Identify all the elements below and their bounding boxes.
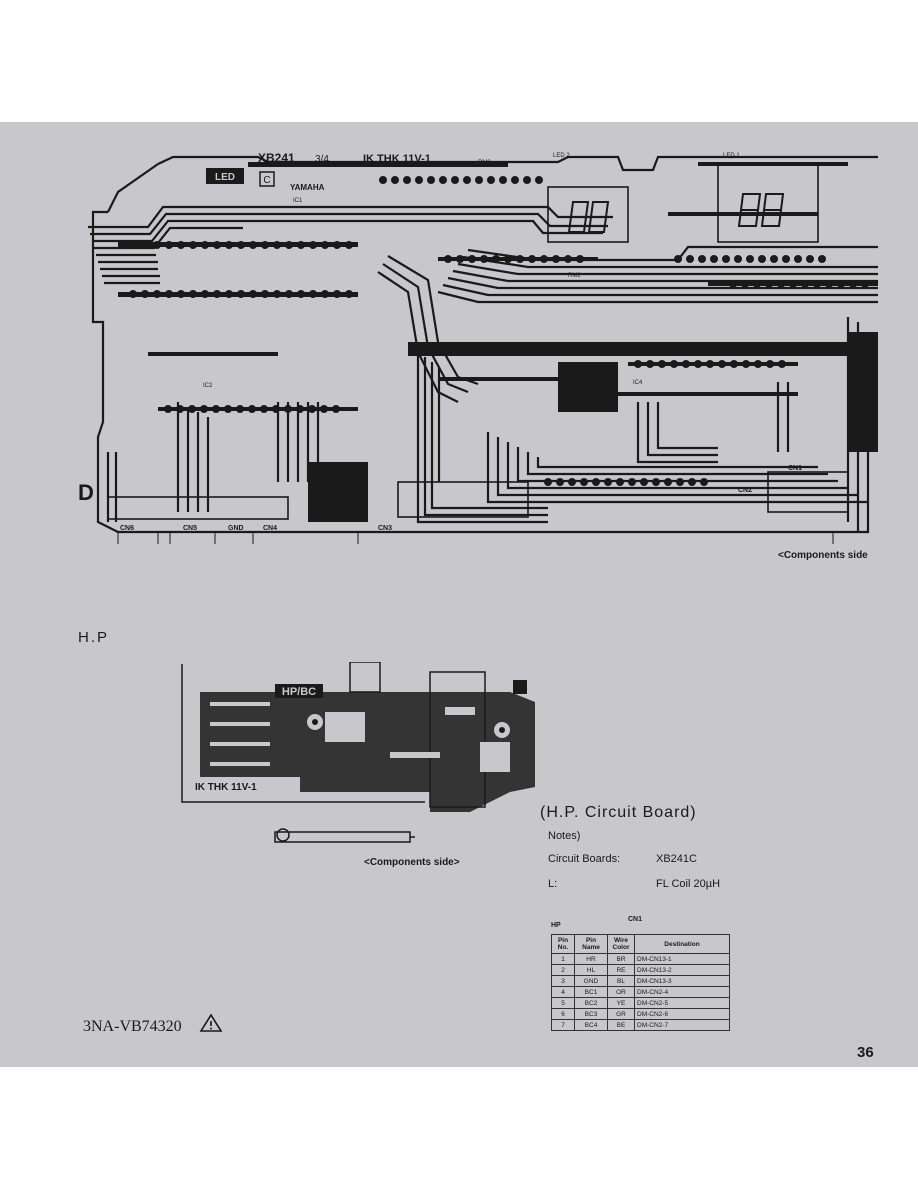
note-value-circuit-boards: XB241C	[656, 853, 697, 865]
pin-no-cell: 2	[551, 964, 575, 976]
pin-name-cell: BC3	[574, 1008, 608, 1020]
pin-no-cell: 4	[551, 986, 575, 998]
chip-label-rm3: RM3	[478, 160, 491, 166]
connector-label-cn5: CN5	[183, 525, 197, 532]
destination-cell: DM-CN2-5	[634, 997, 730, 1009]
board-fraction-text: 3/4	[315, 154, 329, 165]
pin-table-header: Wire Color	[607, 934, 635, 954]
pin-table-header: Pin No.	[551, 934, 575, 954]
led-label-text: LED	[215, 172, 235, 183]
pattern-code-text: IK THK 11V-1	[363, 153, 431, 165]
destination-cell: DM-CN2-7	[634, 1019, 730, 1031]
connector-label-cn2: CN2	[738, 487, 752, 494]
destination-cell: DM-CN13-1	[634, 953, 730, 965]
wire-color-cell: OR	[607, 986, 635, 998]
destination-cell: DM-CN2-6	[634, 1008, 730, 1020]
c-mark-text: C	[263, 175, 270, 186]
pin-no-cell: 6	[551, 1008, 575, 1020]
pin-name-cell: BC2	[574, 997, 608, 1009]
note-key-circuit-boards: Circuit Boards:	[548, 853, 621, 865]
chip-label-ic2: IC2	[203, 383, 213, 389]
wire-color-cell: BL	[607, 975, 635, 987]
pin-no-cell: 5	[551, 997, 575, 1009]
brand-text: YAMAHA	[290, 183, 325, 192]
pin-no-cell: 3	[551, 975, 575, 987]
chip-label-rm2: RM2	[568, 273, 581, 279]
document-code: 3NA-VB74320	[83, 1018, 182, 1035]
connector-label-gnd: GND	[228, 525, 244, 532]
note-value-coil: FL Coil 20µH	[656, 878, 721, 890]
pin-table-connector: CN1	[628, 916, 643, 923]
pin-table-header: Destination	[634, 934, 730, 954]
wire-color-cell: BE	[607, 1019, 635, 1031]
main-pcb-diagram: XB241 3/4 IK THK 11V-1 LED C YAMAHA D IC…	[78, 152, 878, 544]
chip-label-led1: LED 1	[723, 153, 740, 159]
pin-name-cell: HL	[574, 964, 608, 976]
pin-table-header-row: Pin No. Pin Name Wire Color Destination	[551, 934, 730, 954]
connector-label-cn3: CN3	[378, 525, 392, 532]
pin-no-cell: 1	[551, 953, 575, 965]
wire-color-cell: YE	[607, 997, 635, 1009]
note-key-coil: L:	[548, 878, 558, 890]
connector-label-cn4: CN4	[263, 525, 277, 532]
chip-label-ic1: IC1	[293, 198, 303, 204]
destination-cell: DM-CN2-4	[634, 986, 730, 998]
section-letter-text: D	[78, 480, 94, 505]
chip-label-ic4: IC4	[633, 380, 643, 386]
pin-table-header: Pin Name	[574, 934, 608, 954]
pin-table: Pin No. Pin Name Wire Color Destination …	[551, 934, 730, 1031]
destination-cell: DM-CN13-3	[634, 975, 730, 987]
hp-board-caption: <Components side>	[364, 857, 460, 868]
hp-board-tag-text: HP/BC	[282, 686, 316, 698]
hp-section-label: H.P	[78, 629, 110, 646]
pin-name-cell: BC4	[574, 1019, 608, 1031]
pin-table-board: HP	[551, 922, 561, 929]
board-id-text: XB241	[258, 152, 295, 165]
wire-color-cell: RE	[607, 964, 635, 976]
wire-color-cell: BR	[607, 953, 635, 965]
hp-circuit-board-title: (H.P. Circuit Board)	[540, 804, 697, 821]
notes-label: Notes)	[548, 830, 581, 842]
pin-name-cell: GND	[574, 975, 608, 987]
hp-pattern-code-text: IK THK 11V-1	[195, 782, 257, 793]
pin-name-cell: BC1	[574, 986, 608, 998]
page-number: 36	[857, 1044, 874, 1061]
chip-label-led2: LED 2	[553, 153, 570, 159]
pin-name-cell: HR	[574, 953, 608, 965]
main-board-caption: <Components side	[778, 550, 868, 561]
connector-label-cn1: CN1	[788, 465, 802, 472]
pin-no-cell: 7	[551, 1019, 575, 1031]
hp-pcb-diagram: HP/BC IK THK 11V-1	[181, 662, 535, 843]
schematic-sheet: XB241 3/4 IK THK 11V-1 LED C YAMAHA D IC…	[0, 122, 918, 1067]
connector-label-cn6: CN6	[120, 525, 134, 532]
destination-cell: DM-CN13-2	[634, 964, 730, 976]
warning-triangle-icon	[199, 1013, 223, 1032]
wire-color-cell: GR	[607, 1008, 635, 1020]
